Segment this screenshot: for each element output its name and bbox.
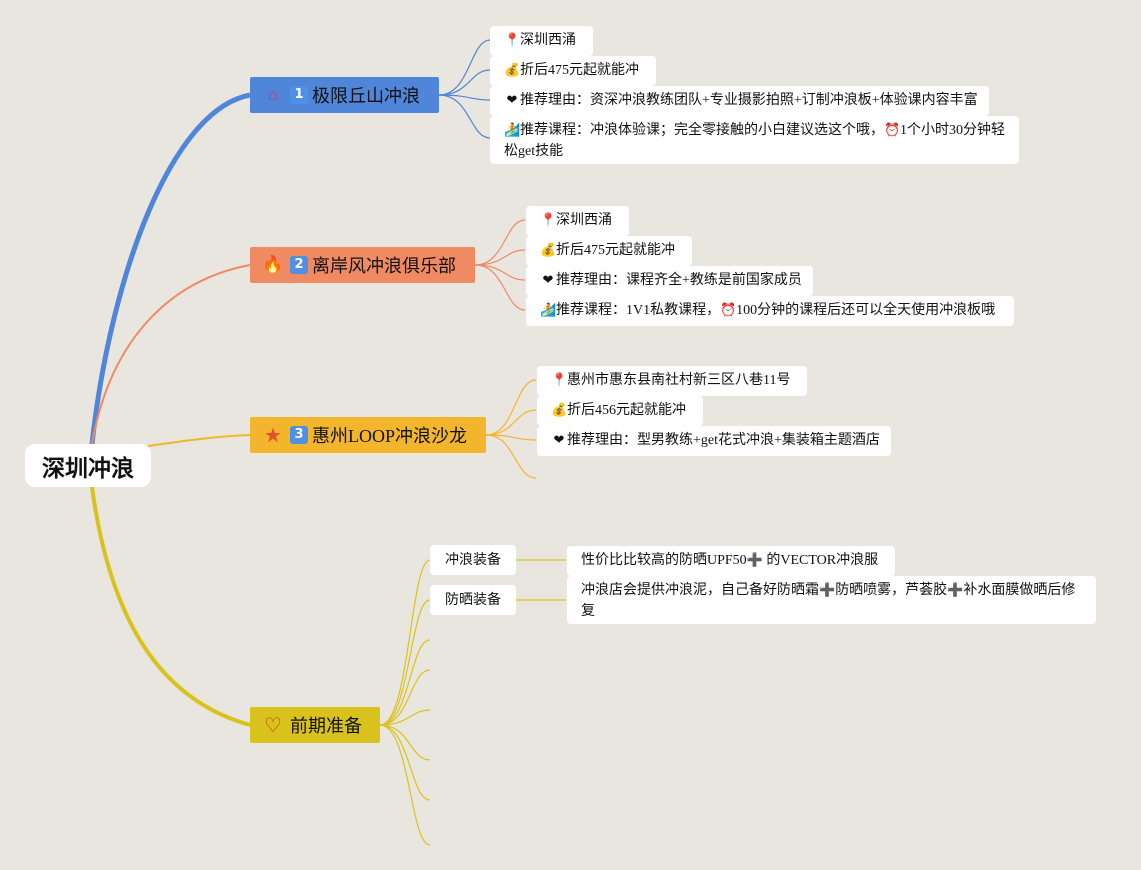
leaf-text: 折后475元起就能冲 (556, 243, 675, 258)
leaf-text: 补水面膜做晒后修复 (581, 583, 1076, 619)
plus-icon: ➕ (947, 583, 964, 598)
money-bag-icon: 💰 (540, 243, 557, 258)
subtopic-sun-protection[interactable]: 防晒装备 (430, 585, 516, 615)
leaf-text-continued: 1个小时30分钟轻松get技能 (504, 123, 1005, 159)
leaf-text: 性价比比较高的防晒UPF50 (581, 553, 747, 568)
leaf-course[interactable]: 🏄推荐课程：1V1私教课程，⏰100分钟的课程后还可以全天使用冲浪板哦 (526, 296, 1014, 326)
leaf-price[interactable]: 💰折后475元起就能冲 (526, 236, 692, 266)
leaf-text: 深圳西涌 (556, 213, 612, 228)
branch-preparation[interactable]: ♡ 前期准备 (250, 707, 380, 743)
link-root-branch-3 (147, 434, 251, 447)
fire-icon: 🔥 (262, 255, 284, 274)
heart-outline-icon: ♡ (264, 714, 282, 737)
leaf-text: 推荐课程：1V1私教课程， (556, 303, 721, 318)
heart-icon: ❤ (553, 433, 565, 448)
leaf-reason[interactable]: ❤推荐理由：资深冲浪教练团队+专业摄影拍照+订制冲浪板+体验课内容丰富 (490, 86, 989, 116)
subtopic-surf-gear[interactable]: 冲浪装备 (430, 545, 516, 575)
leaf-text: 推荐理由：资深冲浪教练团队+专业摄影拍照+订制冲浪板+体验课内容丰富 (520, 93, 978, 108)
surfer-icon: 🏄 (504, 123, 521, 138)
leaf-text: 惠州市惠东县南社村新三区八巷11号 (567, 373, 791, 388)
link-root-branch-4 (90, 486, 251, 727)
leaf-price[interactable]: 💰折后456元起就能冲 (537, 396, 703, 426)
leaf-text: 深圳西涌 (520, 33, 576, 48)
leaf-text: 折后456元起就能冲 (567, 403, 686, 418)
money-bag-icon: 💰 (551, 403, 568, 418)
branch-label: 离岸风冲浪俱乐部 (312, 256, 456, 276)
leaf-text: 冲浪店会提供冲浪泥，自己备好防晒霜 (581, 583, 819, 598)
number-three-icon: 3 (290, 426, 308, 444)
number-two-icon: 2 (290, 256, 308, 274)
star-icon: ★ (264, 424, 282, 447)
branch-loop-salon[interactable]: ★ 3 惠州LOOP冲浪沙龙 (250, 417, 486, 453)
plus-icon: ➕ (819, 583, 836, 598)
branch-label: 极限丘山冲浪 (312, 86, 420, 106)
branch-jixian-qiushan[interactable]: ⌂ 1 极限丘山冲浪 (250, 77, 439, 113)
link-root-branch-1 (89, 92, 251, 445)
money-bag-icon: 💰 (504, 63, 521, 78)
leaf-text: 推荐理由：型男教练+get花式冲浪+集装箱主题酒店 (567, 433, 880, 448)
leaf-course[interactable]: 🏄推荐课程：冲浪体验课；完全零接触的小白建议选这个哦，⏰1个小时30分钟轻松ge… (490, 116, 1019, 164)
leaf-text: 防晒喷雾，芦荟胶 (835, 583, 948, 598)
root-topic[interactable]: 深圳冲浪 (25, 444, 151, 487)
leaf-text: 推荐理由：课程齐全+教练是前国家成员 (556, 273, 802, 288)
heart-icon: ❤ (542, 273, 554, 288)
leaf-location[interactable]: 📍惠州市惠东县南社村新三区八巷11号 (537, 366, 807, 396)
heart-icon: ❤ (506, 93, 518, 108)
plus-icon: ➕ (746, 553, 763, 568)
house-icon: ⌂ (267, 85, 279, 104)
leaf-reason[interactable]: ❤推荐理由：课程齐全+教练是前国家成员 (526, 266, 813, 296)
leaf-sun-protection-detail[interactable]: 冲浪店会提供冲浪泥，自己备好防晒霜➕防晒喷雾，芦荟胶➕补水面膜做晒后修复 (567, 576, 1096, 624)
pin-icon: 📍 (540, 213, 557, 228)
branch-label: 惠州LOOP冲浪沙龙 (312, 426, 468, 446)
leaf-surf-gear-detail[interactable]: 性价比比较高的防晒UPF50➕ 的VECTOR冲浪服 (567, 546, 895, 576)
branch-label: 前期准备 (290, 716, 362, 736)
leaf-location[interactable]: 📍深圳西涌 (490, 26, 593, 56)
alarm-clock-icon: ⏰ (884, 123, 901, 138)
leaf-text-continued: 的VECTOR冲浪服 (762, 553, 879, 568)
leaf-text: 折后475元起就能冲 (520, 63, 639, 78)
link-root-branch-2 (91, 264, 251, 445)
leaf-text-continued: 100分钟的课程后还可以全天使用冲浪板哦 (736, 303, 996, 318)
number-one-icon: 1 (290, 86, 308, 104)
branch-lianfeng-club[interactable]: 🔥 2 离岸风冲浪俱乐部 (250, 247, 475, 283)
leaf-price[interactable]: 💰折后475元起就能冲 (490, 56, 656, 86)
leaf-reason[interactable]: ❤推荐理由：型男教练+get花式冲浪+集装箱主题酒店 (537, 426, 891, 456)
alarm-clock-icon: ⏰ (720, 303, 737, 318)
pin-icon: 📍 (504, 33, 521, 48)
pin-icon: 📍 (551, 373, 568, 388)
leaf-location[interactable]: 📍深圳西涌 (526, 206, 629, 236)
leaf-text: 推荐课程：冲浪体验课；完全零接触的小白建议选这个哦， (520, 123, 884, 138)
surfer-icon: 🏄 (540, 303, 557, 318)
